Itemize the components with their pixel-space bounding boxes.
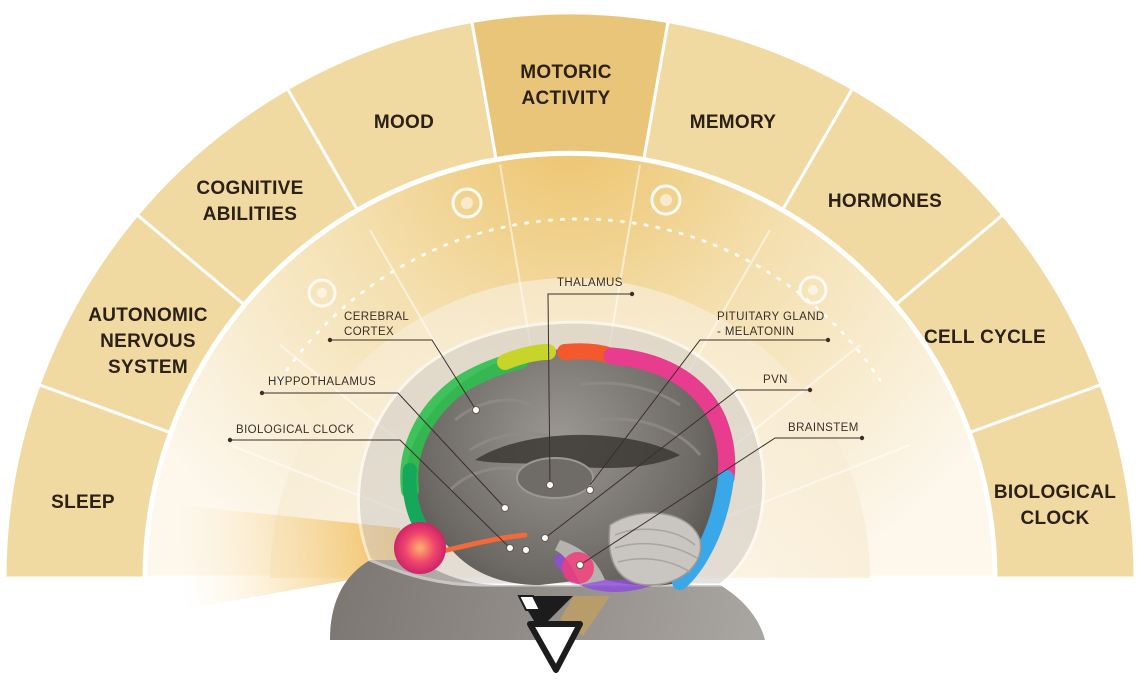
segment-label-memory: MEMORY — [690, 112, 777, 133]
label-cerebral-cortex-line2: CORTEX — [344, 326, 394, 338]
label-cerebral-cortex-line1: CEREBRAL — [344, 311, 409, 323]
segment-label-biological-clock-1: BIOLOGICAL — [994, 482, 1116, 503]
segment-label-motoric-1: MOTORIC — [520, 62, 611, 83]
label-hyppothalamus: HYPPOTHALAMUS — [268, 376, 376, 388]
label-thalamus: THALAMUS — [557, 277, 623, 289]
segment-label-sleep: SLEEP — [51, 492, 115, 513]
label-brainstem: BRAINSTEM — [788, 422, 859, 434]
label-biological-clock-area: BIOLOGICAL CLOCK — [236, 424, 354, 436]
segment-label-biological-clock-2: CLOCK — [1020, 508, 1089, 529]
segment-label-mood: MOOD — [374, 112, 434, 133]
segment-label-hormones: HORMONES — [828, 191, 942, 212]
label-pituitary-line1: PITUITARY GLAND — [717, 311, 825, 323]
label-pvn: PVN — [763, 374, 788, 386]
segment-motoric — [472, 13, 668, 159]
segment-label-autonomic-2: NERVOUS — [100, 331, 196, 352]
segment-label-cognitive-2: ABILITIES — [203, 204, 298, 225]
segment-label-autonomic-1: AUTONOMIC — [88, 305, 208, 326]
segment-label-motoric-2: ACTIVITY — [522, 88, 611, 109]
label-pituitary-line2: - MELATONIN — [717, 326, 794, 338]
segment-label-autonomic-3: SYSTEM — [108, 357, 188, 378]
segment-label-cell-cycle: CELL CYCLE — [924, 327, 1046, 348]
brain-illustration — [405, 348, 733, 586]
segment-label-cognitive-1: COGNITIVE — [196, 178, 303, 199]
eye-icon — [394, 522, 446, 574]
